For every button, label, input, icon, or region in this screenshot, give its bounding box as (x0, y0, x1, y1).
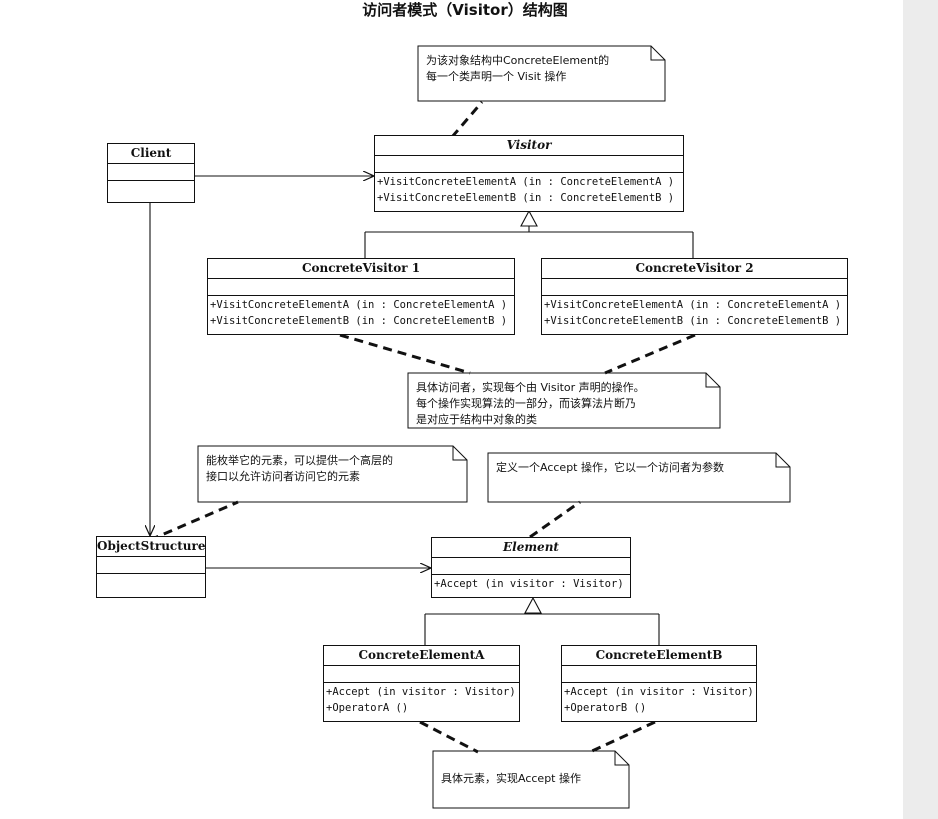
side-panel (903, 0, 938, 819)
operation: +VisitConcreteElementA (in : ConcreteEle… (210, 299, 508, 311)
class-element: Element +Accept (in visitor : Visitor) (431, 537, 631, 598)
note-line: 定义一个Accept 操作，它以一个访问者为参数 (496, 461, 724, 474)
class-operations: +Accept (in visitor : Visitor) (432, 575, 630, 593)
class-attributes (432, 558, 630, 575)
note-concrete-element: 具体元素，实现Accept 操作 (433, 764, 615, 794)
class-concrete-element-a: ConcreteElementA +Accept (in visitor : V… (323, 645, 520, 722)
diagram-title: 访问者模式（Visitor）结构图 (362, 1, 568, 19)
operation: +Accept (in visitor : Visitor) (564, 686, 754, 698)
operation: +VisitConcreteElementB (in : ConcreteEle… (377, 192, 675, 204)
class-operations: +Accept (in visitor : Visitor) +Operator… (562, 683, 756, 717)
operation: +OperatorA () (326, 702, 409, 714)
class-attributes (542, 279, 847, 296)
class-name: ConcreteVisitor 2 (542, 259, 847, 279)
class-attributes (108, 164, 194, 181)
operation: +OperatorB () (564, 702, 647, 714)
note-line: 具体元素，实现Accept 操作 (441, 772, 581, 785)
class-visitor: Visitor +VisitConcreteElementA (in : Con… (374, 135, 684, 212)
note-line: 每个操作实现算法的一部分，而该算法片断乃 (416, 397, 636, 410)
class-operations: +Accept (in visitor : Visitor) +Operator… (324, 683, 519, 717)
class-name: Client (108, 144, 194, 164)
operation: +Accept (in visitor : Visitor) (434, 578, 624, 590)
note-shape-visitor (417, 45, 666, 102)
class-operations: +VisitConcreteElementA (in : ConcreteEle… (542, 296, 847, 330)
class-operations: +VisitConcreteElementA (in : ConcreteEle… (375, 173, 683, 207)
note-line: 为该对象结构中ConcreteElement的 (426, 54, 610, 67)
operation: +VisitConcreteElementB (in : ConcreteEle… (544, 315, 842, 327)
note-element: 定义一个Accept 操作，它以一个访问者为参数 (488, 453, 776, 483)
note-shape-concrete-element (432, 750, 630, 809)
class-operations (108, 181, 194, 197)
class-object-structure: ObjectStructure (96, 536, 206, 598)
note-line: 接口以允许访问者访问它的元素 (206, 470, 360, 483)
class-concrete-visitor-1: ConcreteVisitor 1 +VisitConcreteElementA… (207, 258, 515, 335)
note-shape-element (487, 452, 791, 503)
class-name: Visitor (375, 136, 683, 156)
note-shape-concrete-visitor (407, 372, 721, 429)
note-line: 每一个类声明一个 Visit 操作 (426, 70, 567, 83)
note-line: 是对应于结构中对象的类 (416, 413, 537, 426)
class-name: ConcreteElementB (562, 646, 756, 666)
class-concrete-element-b: ConcreteElementB +Accept (in visitor : V… (561, 645, 757, 722)
class-name: ConcreteVisitor 1 (208, 259, 514, 279)
operation: +Accept (in visitor : Visitor) (326, 686, 516, 698)
note-shape-object-structure (197, 445, 468, 503)
class-operations: +VisitConcreteElementA (in : ConcreteEle… (208, 296, 514, 330)
operation: +VisitConcreteElementA (in : ConcreteEle… (544, 299, 842, 311)
class-attributes (208, 279, 514, 296)
note-concrete-visitor: 具体访问者，实现每个由 Visitor 声明的操作。 每个操作实现算法的一部分，… (408, 373, 706, 435)
operation: +VisitConcreteElementA (in : ConcreteEle… (377, 176, 675, 188)
class-attributes (324, 666, 519, 683)
class-client: Client (107, 143, 195, 203)
class-operations (97, 574, 205, 590)
note-line: 具体访问者，实现每个由 Visitor 声明的操作。 (416, 381, 645, 394)
class-attributes (375, 156, 683, 173)
class-attributes (562, 666, 756, 683)
operation: +VisitConcreteElementB (in : ConcreteEle… (210, 315, 508, 327)
class-attributes (97, 557, 205, 574)
class-name: ConcreteElementA (324, 646, 519, 666)
class-name: Element (432, 538, 630, 558)
class-name: ObjectStructure (97, 537, 205, 557)
note-visitor: 为该对象结构中ConcreteElement的 每一个类声明一个 Visit 操… (418, 46, 651, 92)
note-object-structure: 能枚举它的元素，可以提供一个高层的 接口以允许访问者访问它的元素 (198, 446, 453, 492)
class-concrete-visitor-2: ConcreteVisitor 2 +VisitConcreteElementA… (541, 258, 848, 335)
note-line: 能枚举它的元素，可以提供一个高层的 (206, 454, 393, 467)
